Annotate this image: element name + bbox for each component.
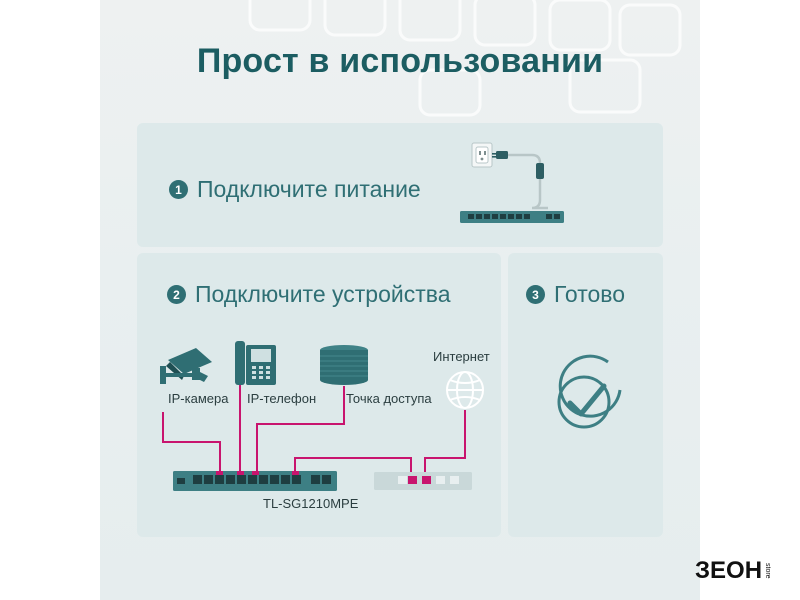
step-card-done: 3 Готово (508, 253, 663, 537)
label-access-point: Точка доступа (346, 391, 432, 406)
step-2: 2 Подключите устройства (167, 281, 451, 308)
device-cables (162, 385, 466, 474)
internet-globe-icon (446, 371, 484, 409)
logo-sub: store (764, 563, 772, 579)
step-number-2: 2 (167, 285, 186, 304)
step-number-3: 3 (526, 285, 545, 304)
label-phone: IP-телефон (247, 391, 317, 406)
step-number-1: 1 (169, 180, 188, 199)
router-icon (374, 472, 472, 490)
step-1: 1 Подключите питание (169, 176, 421, 203)
promo-panel: Прост в использовании 1 Подключите питан… (100, 0, 700, 600)
ip-phone-icon (235, 341, 276, 385)
power-plug-icon (492, 151, 548, 210)
label-camera: IP-камера (168, 391, 229, 406)
step-label-3: Готово (554, 281, 626, 307)
ip-camera-icon (160, 348, 212, 384)
check-mark-icon (557, 354, 622, 429)
step-3: 3 Готово (526, 281, 625, 308)
step-label-2: Подключите устройства (195, 281, 451, 307)
power-outlet-icon (471, 142, 493, 168)
switch-small-icon (460, 211, 564, 223)
switch-model-label: TL-SG1210MPE (263, 496, 359, 511)
switch-main-icon (173, 471, 337, 491)
label-internet: Интернет (433, 349, 490, 364)
step-card-power: 1 Подключите питание (137, 123, 663, 247)
step-label-1: Подключите питание (197, 176, 421, 202)
logo-word: ЗЕОН (695, 557, 763, 584)
brand-logo: ЗЕОН store (695, 555, 771, 587)
page-title: Прост в использовании (196, 42, 604, 80)
illustrations (160, 142, 622, 491)
access-point-icon (320, 345, 368, 385)
